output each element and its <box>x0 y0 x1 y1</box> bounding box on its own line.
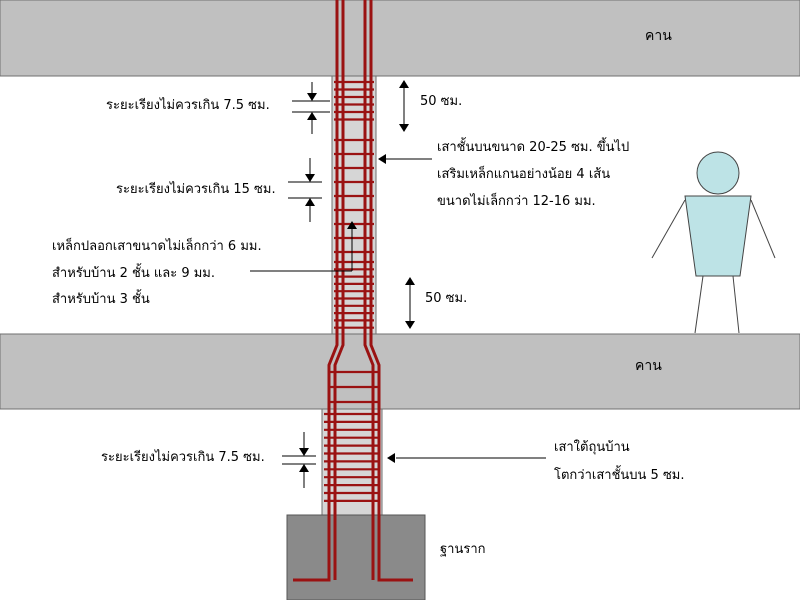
stirrup-note-line-3: สำหรับบ้าน 3 ชั้น <box>52 292 150 307</box>
spacing-top-arrowhead-1 <box>307 93 317 101</box>
upper-column-note-line-3: ขนาดไม่เล็กกว่า 12-16 มม. <box>437 194 596 209</box>
lower-column-pointer-arrowhead <box>387 453 395 463</box>
person-right-arm <box>750 199 776 259</box>
spacing-middle-arrowhead-1 <box>305 174 315 182</box>
upper-column-note-line-1: เสาชั้นบนขนาด 20-25 ซม. ขึ้นไป <box>437 140 630 155</box>
person-figure-icon <box>651 151 776 334</box>
person-left-leg <box>694 275 704 334</box>
main-rebar-group <box>293 0 413 582</box>
upper-column-note-line-2: เสริมเหล็กแกนอย่างน้อย 4 เส้น <box>437 167 611 182</box>
upper-column <box>331 75 377 335</box>
spacing-middle-label: ระยะเรียงไม่ควรเกิน 15 ซม. <box>116 182 276 197</box>
person-left-arm <box>651 199 686 259</box>
dim-bottom-arrowhead-down <box>405 321 415 329</box>
dim-top-arrowhead-down <box>399 124 409 132</box>
dim-bottom-arrowhead-up <box>405 277 415 285</box>
person-head <box>696 151 740 195</box>
main-bar-left-outer <box>293 0 339 582</box>
main-bar-right-outer <box>369 0 413 582</box>
beam-middle-label: คาน <box>635 358 662 374</box>
beam-middle <box>0 333 800 410</box>
person-body <box>684 195 752 277</box>
stirrup-note-line-2: สำหรับบ้าน 2 ชั้น และ 9 มม. <box>52 266 215 281</box>
dim-bottom-label: 50 ซม. <box>425 291 468 306</box>
lower-column-note-line-1: เสาใต้ถุนบ้าน <box>554 440 630 455</box>
spacing-bottom-arrowhead-1 <box>299 448 309 456</box>
stirrup-pointer-arrowhead <box>347 221 357 229</box>
stirrup-note-line-1: เหล็กปลอกเสาขนาดไม่เล็กกว่า 6 มม. <box>52 239 262 254</box>
spacing-bottom-arrowhead-2 <box>299 464 309 472</box>
lower-column-note-line-2: โตกว่าเสาชั้นบน 5 ซม. <box>554 468 685 483</box>
dim-top-arrowhead-up <box>399 80 409 88</box>
beam-top <box>0 0 800 77</box>
foundation-footing <box>286 514 426 600</box>
person-right-leg <box>732 275 740 334</box>
spacing-top-arrowhead-2 <box>307 112 317 120</box>
spacing-bottom-label: ระยะเรียงไม่ควรเกิน 7.5 ซม. <box>101 450 265 465</box>
annotation-group <box>250 80 546 488</box>
main-bar-right-inner <box>363 0 375 580</box>
foundation-label: ฐานราก <box>440 542 486 557</box>
spacing-top-label: ระยะเรียงไม่ควรเกิน 7.5 ซม. <box>106 98 270 113</box>
upper-column-pointer-arrowhead <box>378 154 386 164</box>
spacing-middle-arrowhead-2 <box>305 198 315 206</box>
beam-top-label: คาน <box>645 28 672 44</box>
dim-top-label: 50 ซม. <box>420 94 463 109</box>
stirrup-group <box>324 80 380 502</box>
main-bar-left-inner <box>333 0 345 580</box>
